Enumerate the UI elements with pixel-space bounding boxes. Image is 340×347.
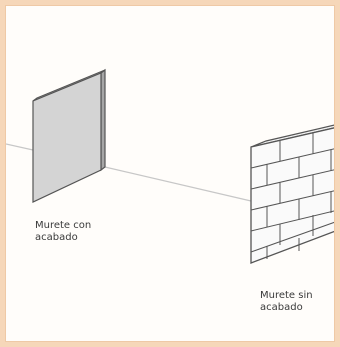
- ground-line-left: [6, 143, 34, 151]
- illustration-panel: Murete con acabado Murete sin acabado: [5, 5, 335, 342]
- finished-wall: [32, 68, 106, 203]
- unfinished-wall-label: Murete sin acabado: [260, 290, 313, 313]
- ground-line-middle: [104, 166, 252, 202]
- brick-courses: [250, 133, 334, 259]
- walls-diagram: [6, 68, 334, 264]
- unfinished-brick-wall: [250, 124, 334, 264]
- finished-wall-label: Murete con acabado: [35, 220, 92, 243]
